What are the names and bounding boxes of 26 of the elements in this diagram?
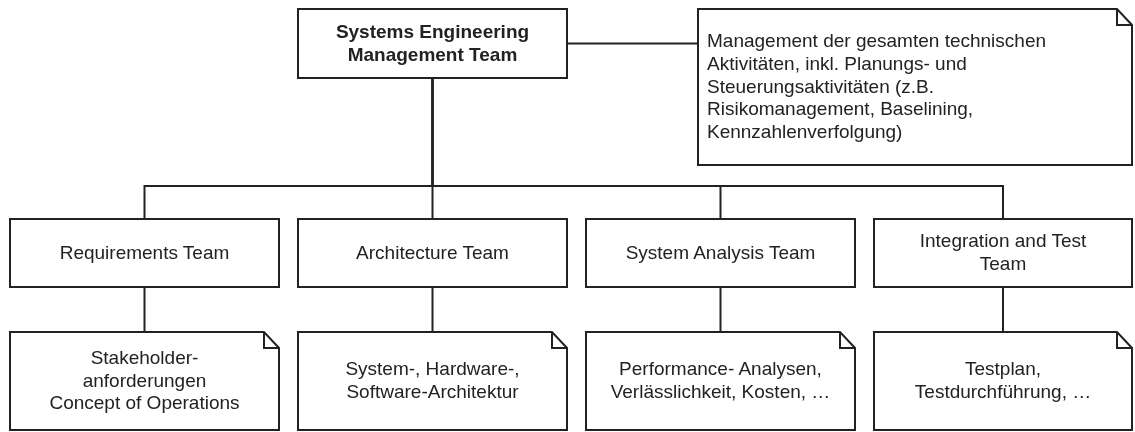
note-text: Testplan, Testdurchführung, …	[913, 358, 1093, 404]
note-text: Stakeholder- anforderungen Concept of Operations	[49, 346, 240, 416]
team-box	[297, 8, 568, 79]
note-box	[697, 8, 1133, 166]
team-label: Integration and Test Team	[918, 230, 1088, 276]
connector-line	[567, 42, 698, 45]
team-box	[9, 218, 280, 288]
team-label: System Analysis Team	[625, 241, 816, 265]
team-box	[297, 218, 568, 288]
note-box	[9, 331, 280, 431]
note-box	[873, 331, 1133, 431]
note-box	[585, 331, 856, 431]
note-text: System-, Hardware-, Software-Architektur	[344, 358, 521, 404]
connector-line	[1002, 287, 1004, 332]
team-label: Systems Engineering Management Team	[334, 20, 531, 67]
note-text: Performance- Analysen, Verlässlichkeit, Kosten, …	[609, 358, 832, 404]
note-text: Management der gesamten technischen Aktivitäten, inkl. Planungs- und Steuerungsaktivitäten (z.B. Risikomanagement, Baselining, Kennzahlenverfolgung)	[707, 30, 1048, 144]
team-box	[585, 218, 856, 288]
note-box	[297, 331, 568, 431]
connector-line	[431, 287, 434, 332]
team-box	[873, 218, 1133, 288]
team-label: Architecture Team	[356, 241, 509, 265]
connector-line	[143, 287, 146, 332]
connector-line	[431, 78, 1004, 219]
connector-line	[719, 287, 722, 332]
team-label: Requirements Team	[59, 241, 230, 265]
